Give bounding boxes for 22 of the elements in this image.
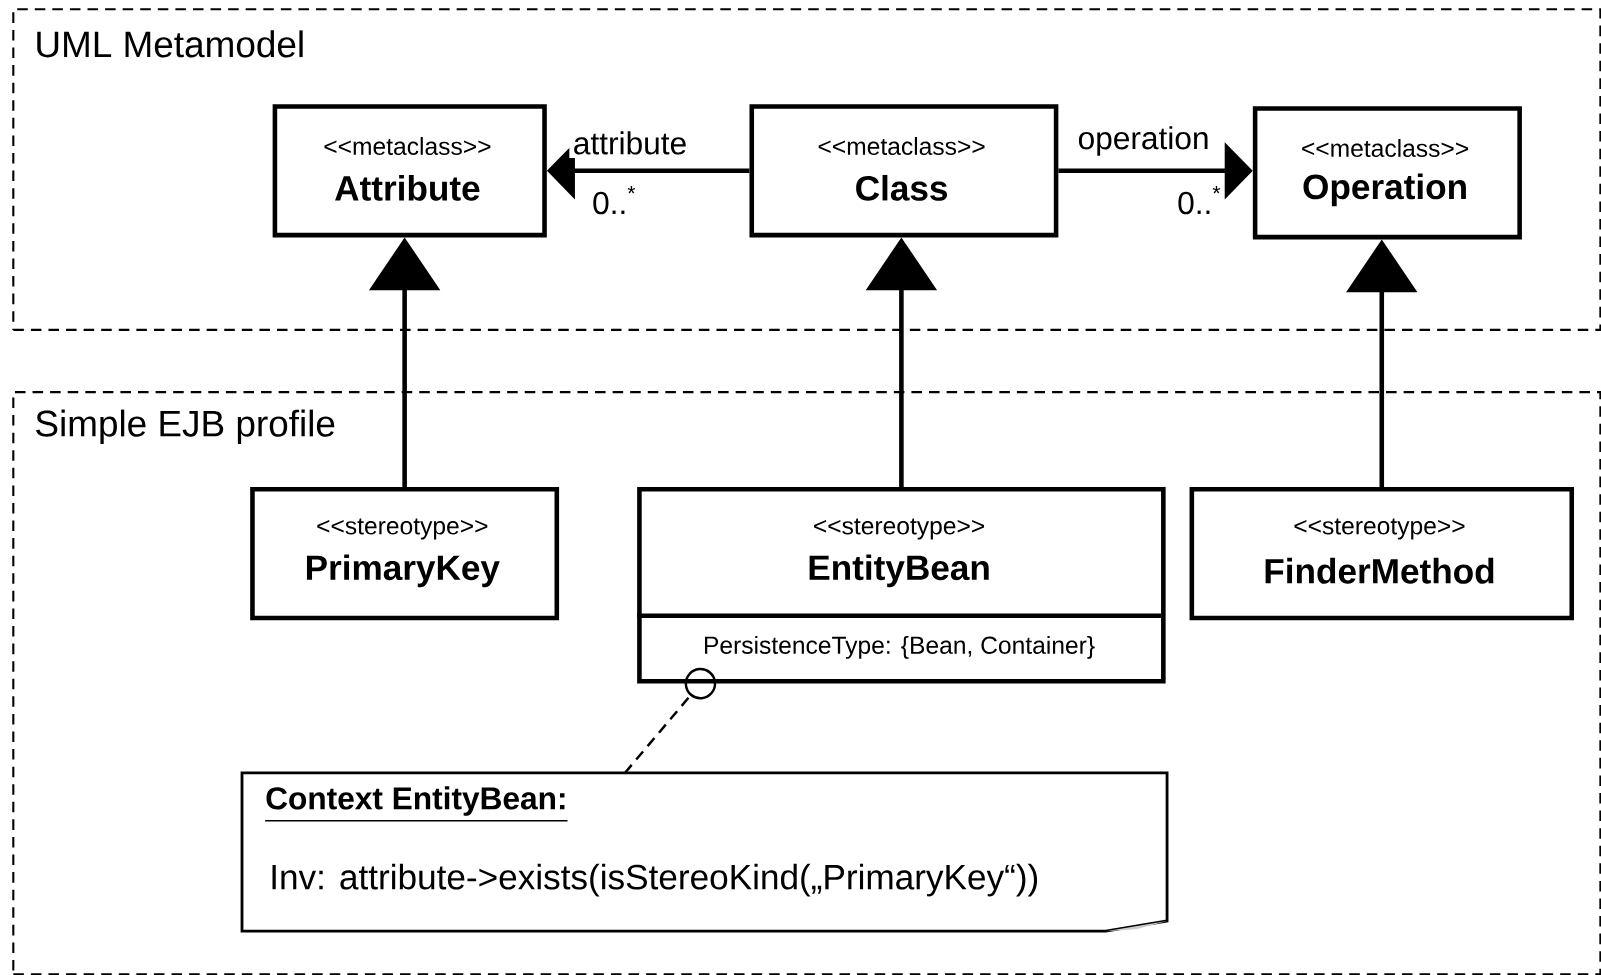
- stereotype-label: <<stereotype>>: [317, 518, 488, 540]
- class-name: FinderMethod: [1265, 557, 1494, 584]
- class-name: PrimaryKey: [306, 554, 500, 588]
- multiplicity-label: 0..$^{*}$: [593, 185, 636, 215]
- multiplicity-label: 0..$^{*}$: [1178, 185, 1221, 215]
- edge-label: attribute: [569, 127, 691, 159]
- package-title: UML Metamodel: [37, 30, 303, 58]
- stereotype-label: <<stereotype>>: [814, 518, 985, 540]
- stereotype-label: <<metaclass>>: [818, 136, 985, 155]
- edge-label: operation: [1074, 122, 1214, 160]
- stereotype-label: <<metaclass>>: [1302, 139, 1468, 157]
- note-heading: Context EntityBean:: [264, 786, 569, 822]
- class-name: EntityBean: [809, 554, 989, 588]
- class-name: Attribute: [335, 174, 480, 201]
- stereotype-label: <<stereotype>>: [1294, 518, 1465, 540]
- package-title: Simple EJB profile: [36, 409, 335, 444]
- class-name: Operation: [1303, 173, 1466, 207]
- attribute-text: PersistenceType: {Bean, Container}: [705, 635, 1095, 659]
- note-connector: [623, 667, 717, 774]
- stereotype-label: <<metaclass>>: [324, 136, 491, 155]
- class-name: Class: [856, 174, 948, 201]
- constraint-text: Inv: attribute->exists(isStereoKind(„PrimaryKey“)): [272, 863, 1038, 897]
